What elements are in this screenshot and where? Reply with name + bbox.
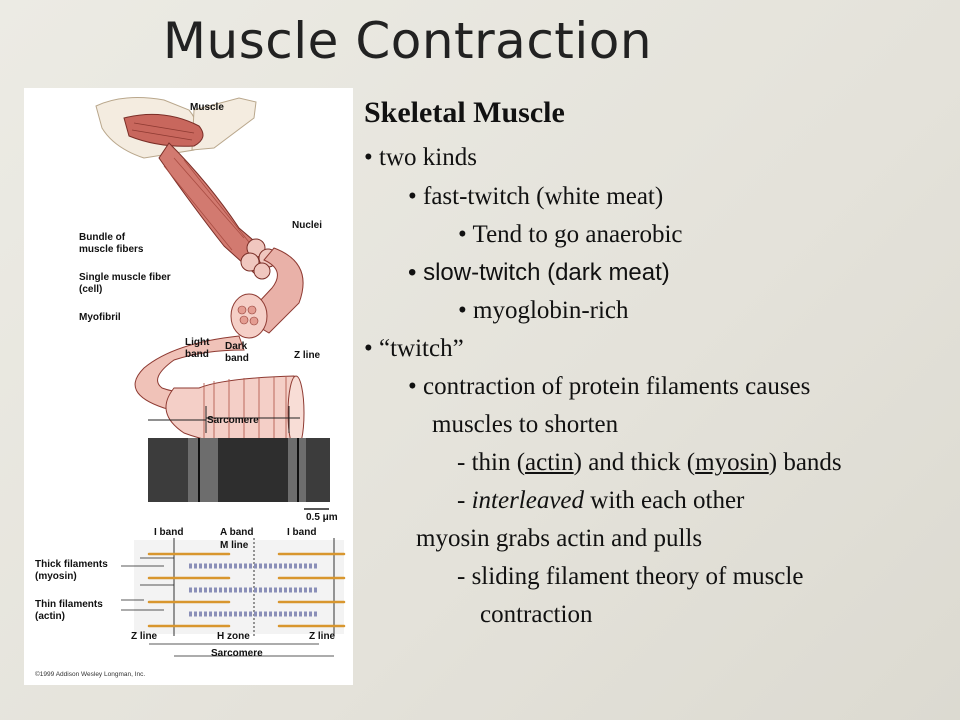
bullet-interleaved: - interleaved with each other <box>457 486 744 516</box>
label-i-band-1: I band <box>154 527 183 538</box>
label-z-line-3: Z line <box>309 631 336 642</box>
interleaved-text-2: with each other <box>584 487 745 514</box>
copyright-text: ©1999 Addison Wesley Longman, Inc. <box>35 670 145 678</box>
myofibril <box>134 335 305 451</box>
label-myofibril: Myofibril <box>79 312 121 323</box>
bullet-bands: - thin (actin) and thick (myosin) bands <box>457 448 842 478</box>
label-single-fiber-2: (cell) <box>79 284 102 295</box>
label-muscle: Muscle <box>190 102 224 113</box>
slide-title: Muscle Contraction <box>162 12 653 70</box>
bands-text-3: ) bands <box>768 449 842 476</box>
myosin-term: myosin <box>695 449 769 476</box>
label-h-zone: H zone <box>217 631 250 642</box>
bullet-contraction: • contraction of protein filaments cause… <box>408 373 811 400</box>
label-thin: Thin filaments <box>35 599 103 610</box>
electron-micrograph <box>148 417 330 502</box>
muscle-diagram: Muscle Bundle of muscle fibers Single mu… <box>35 97 346 678</box>
bullet-contraction-cont: muscles to shorten <box>432 411 619 438</box>
bullet-slow-twitch: • slow-twitch (dark meat) <box>408 259 670 286</box>
label-sarcomere: Sarcomere <box>207 415 259 426</box>
actin-term: actin <box>525 449 574 476</box>
interleaved-text-1: - <box>457 487 472 514</box>
muscle-structure-figure: Muscle Bundle of muscle fibers Single mu… <box>24 88 353 685</box>
muscle-fiber <box>230 247 304 339</box>
bullet-fast-twitch: • fast-twitch (white meat) <box>408 183 664 210</box>
sarcomere-filament-diagram <box>121 538 346 657</box>
label-m-line: M line <box>220 540 249 551</box>
label-nuclei: Nuclei <box>292 220 322 231</box>
bullet-two-kinds: • two kinds <box>364 144 477 171</box>
label-thick-2: (myosin) <box>35 571 77 582</box>
bullet-sliding-filament: - sliding filament theory of muscle <box>457 563 804 590</box>
slide-heading: Skeletal Muscle <box>364 96 565 129</box>
bands-text-2: ) and thick ( <box>573 449 696 476</box>
label-z-line-2: Z line <box>131 631 158 642</box>
bands-text-1: - thin ( <box>457 449 526 476</box>
muscle-bundle <box>158 142 278 280</box>
label-single-fiber: Single muscle fiber <box>79 272 171 283</box>
bullet-myoglobin: • myoglobin-rich <box>458 297 629 324</box>
arm-illustration <box>95 97 257 159</box>
interleaved-term: interleaved <box>471 487 585 514</box>
bullet-sliding-filament-cont: contraction <box>480 601 593 628</box>
label-bundle-2: muscle fibers <box>79 244 144 255</box>
label-thin-2: (actin) <box>35 611 65 622</box>
bullet-anaerobic: • Tend to go anaerobic <box>458 221 683 248</box>
label-i-band-2: I band <box>287 527 316 538</box>
label-light-2: band <box>185 349 209 360</box>
bullet-twitch: • “twitch” <box>364 335 464 362</box>
label-dark-2: band <box>225 353 249 364</box>
label-z-line: Z line <box>294 350 321 361</box>
label-light: Light <box>185 337 210 348</box>
label-thick: Thick filaments <box>35 559 108 570</box>
label-scale: 0.5 μm <box>306 512 338 523</box>
label-bundle: Bundle of <box>79 232 126 243</box>
line-myosin-grabs: myosin grabs actin and pulls <box>416 525 703 552</box>
label-a-band: A band <box>220 527 254 538</box>
label-dark: Dark <box>225 341 248 352</box>
label-sarcomere-2: Sarcomere <box>211 648 263 659</box>
